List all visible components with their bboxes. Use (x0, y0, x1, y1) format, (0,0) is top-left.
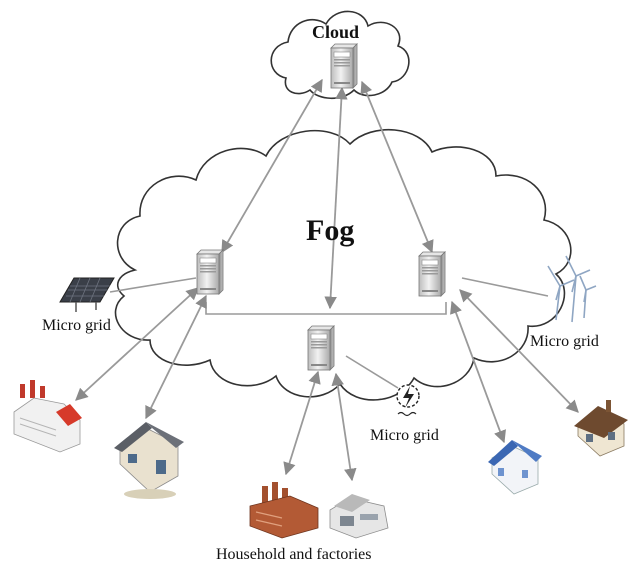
fog-shape (114, 128, 572, 401)
wind-turbine-icon (547, 255, 597, 323)
arrow-cloud-fog-center (324, 86, 348, 310)
factory-icon (13, 380, 82, 453)
house-icon (114, 422, 184, 499)
link-generator (345, 355, 399, 389)
arrow-cloud-fog-left (221, 78, 323, 254)
cloud-label: Cloud (312, 22, 359, 42)
link-wind (461, 277, 549, 297)
gray-factory-icon (329, 494, 389, 539)
fog-label: Fog (306, 214, 354, 247)
lightning-generator-icon (396, 384, 420, 417)
cottage-icon (574, 400, 628, 457)
arrow-cloud-fog-right (360, 80, 434, 254)
fog-server-left-icon (196, 249, 224, 295)
arrow-fog-factory-bottom-left (283, 370, 321, 476)
fog-server-right-icon (418, 251, 446, 297)
arrow-fog-house-far-right (459, 289, 579, 413)
solar-panel-icon (59, 277, 115, 312)
fog-server-center-icon (307, 325, 335, 371)
arrow-fog-factory-bottom-right (331, 372, 357, 482)
blue-house-icon (488, 440, 542, 495)
micro-grid-left-label: Micro grid (42, 317, 111, 334)
micro-grid-center-label: Micro grid (370, 427, 439, 444)
link-solar (109, 277, 197, 293)
arrow-fog-house-left (145, 294, 207, 420)
cloud-server-icon (330, 43, 358, 89)
micro-grid-right-label: Micro grid (530, 333, 599, 350)
brick-factory-icon (249, 482, 319, 539)
households-label: Household and factories (216, 546, 372, 563)
